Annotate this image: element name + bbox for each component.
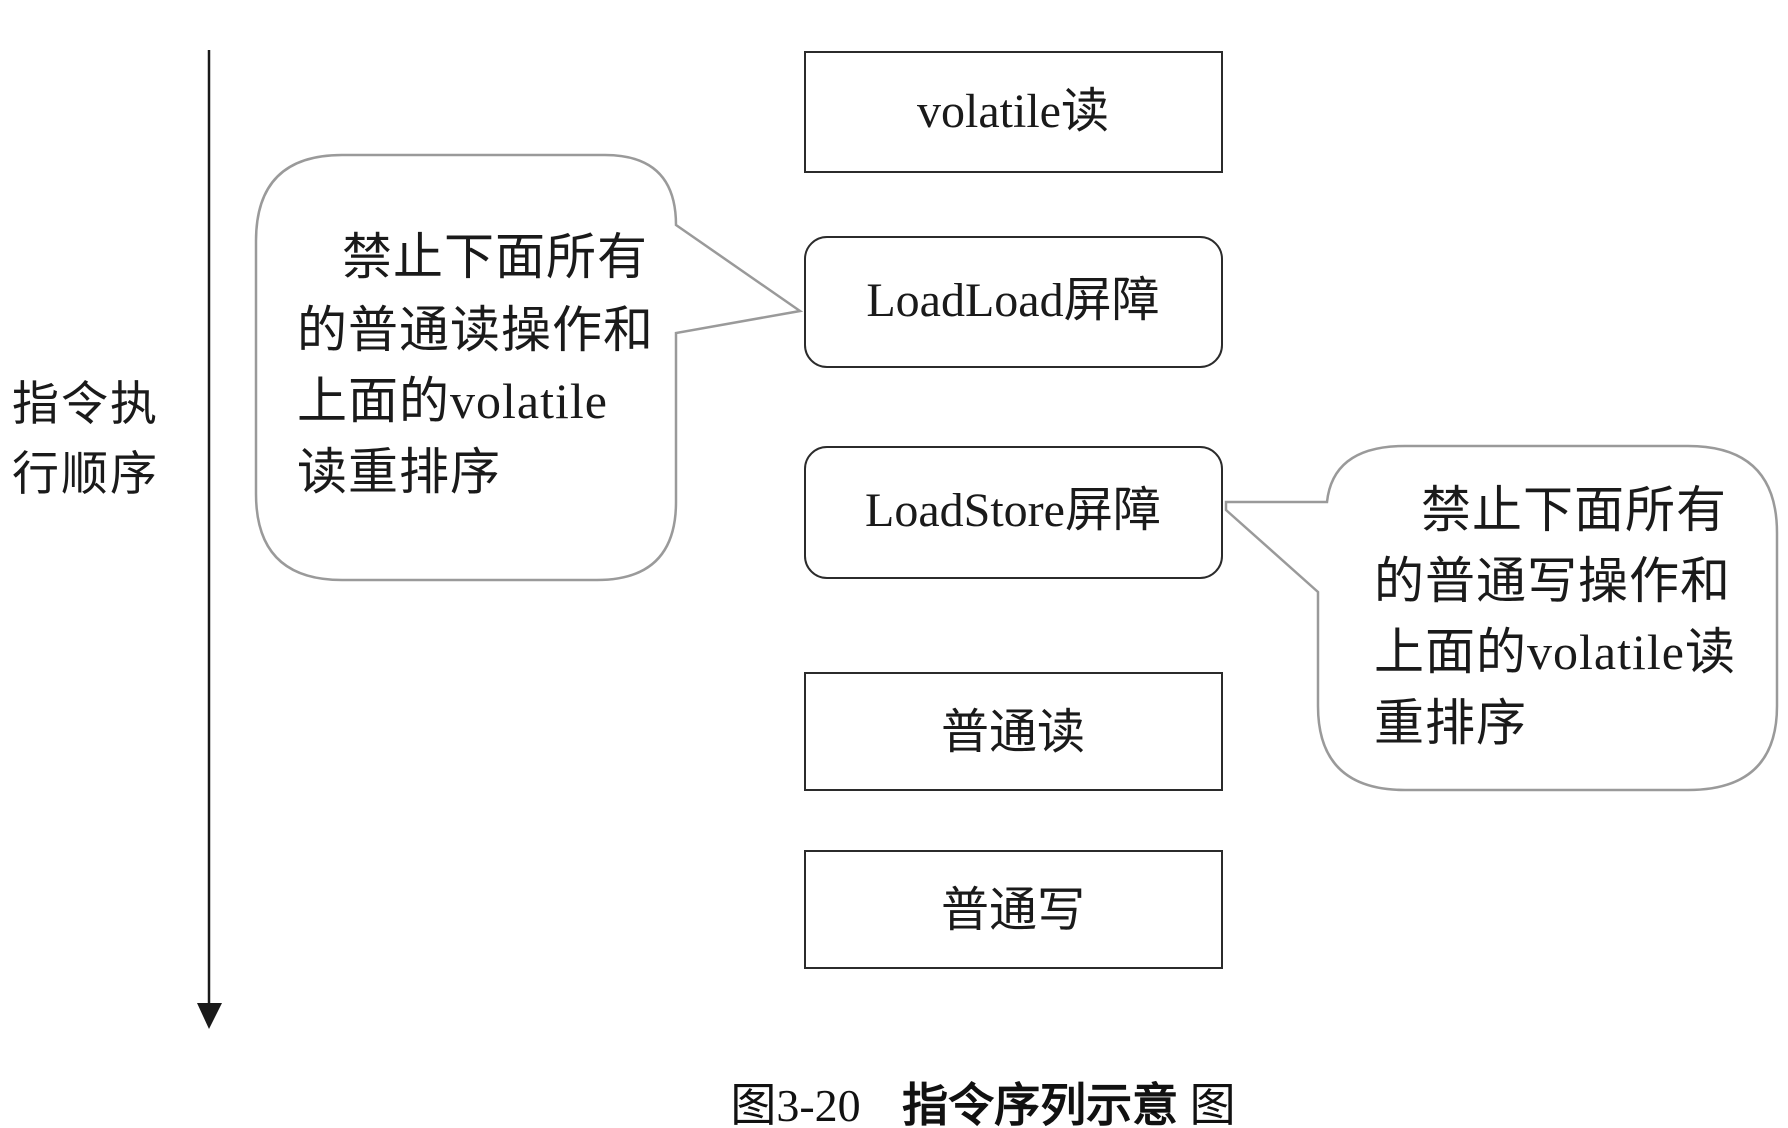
execution-order-axis <box>197 50 222 1029</box>
axis-label: 指令执 行顺序 <box>12 379 173 501</box>
loadstore-callout-line-3: 上面的volatile读 <box>1374 624 1736 680</box>
volatile-read-box: volatile读 <box>804 51 1223 173</box>
axis-arrowhead <box>197 1003 222 1029</box>
loadload-barrier-label: LoadLoad屏障 <box>866 274 1159 327</box>
instruction-sequence: volatile读 LoadLoad屏障 LoadStore屏障 普通读 普通写 <box>804 51 1223 969</box>
loadstore-callout-line-4: 重排序 <box>1374 695 1527 751</box>
loadload-barrier-box: LoadLoad屏障 <box>804 236 1223 368</box>
normal-write-box: 普通写 <box>804 850 1223 969</box>
loadload-callout-line-3: 上面的volatile <box>297 373 608 429</box>
figure-title-suffix: 图 <box>1190 1080 1236 1128</box>
loadload-callout-line-1: 禁止下面所有 <box>342 229 648 285</box>
loadstore-barrier-label: LoadStore屏障 <box>865 484 1161 537</box>
normal-write-label: 普通写 <box>941 884 1085 937</box>
normal-read-box: 普通读 <box>804 672 1223 791</box>
loadload-callout-line-4: 读重排序 <box>297 444 501 500</box>
figure-number: 图3-20 <box>730 1080 860 1128</box>
loadload-callout-bubble <box>254 153 804 582</box>
figure-title: 指令序列示意 <box>902 1080 1178 1128</box>
loadload-callout: 禁止下面所有 的普通读操作和 上面的volatile 读重排序 <box>254 153 804 582</box>
figure-caption: 图3-20 指令序列示意 图 <box>730 1080 1235 1128</box>
axis-label-line-1: 指令执 <box>12 379 159 431</box>
loadstore-barrier-box: LoadStore屏障 <box>804 446 1223 579</box>
axis-label-line-2: 行顺序 <box>12 449 159 501</box>
loadstore-callout-bubble <box>1224 444 1779 792</box>
volatile-read-label: volatile读 <box>917 85 1109 138</box>
loadstore-callout-line-1: 禁止下面所有 <box>1421 482 1727 538</box>
loadstore-callout-text: 禁止下面所有 的普通写操作和 上面的volatile读 重排序 <box>1374 482 1749 751</box>
loadstore-callout-line-2: 的普通写操作和 <box>1374 553 1731 609</box>
normal-read-label: 普通读 <box>941 706 1085 759</box>
loadload-callout-line-2: 的普通读操作和 <box>297 302 654 358</box>
loadstore-callout: 禁止下面所有 的普通写操作和 上面的volatile读 重排序 <box>1224 444 1779 792</box>
loadload-callout-text: 禁止下面所有 的普通读操作和 上面的volatile 读重排序 <box>297 229 668 500</box>
